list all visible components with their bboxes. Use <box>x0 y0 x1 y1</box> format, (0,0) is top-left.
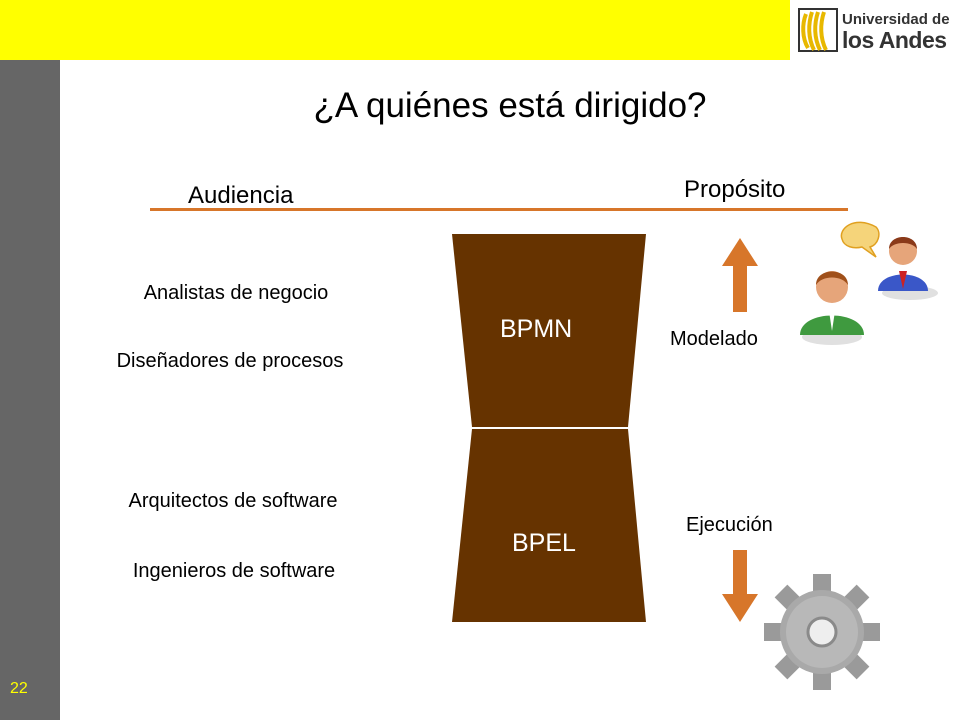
audience-item: Ingenieros de software <box>132 560 336 582</box>
logo-emblem-icon <box>798 8 838 52</box>
arrow-down-icon <box>722 550 758 622</box>
hourglass-bottom-label: BPEL <box>512 529 576 557</box>
left-sidebar <box>0 60 60 720</box>
hourglass-bottom-shape <box>452 429 646 622</box>
logo-text-line2: los Andes <box>842 27 947 53</box>
purpose-execution: Ejecución <box>686 514 773 536</box>
hourglass-top-shape <box>452 234 646 427</box>
page-number: 22 <box>10 680 28 697</box>
audience-heading: Audiencia <box>188 182 294 209</box>
heading-divider <box>150 208 848 211</box>
slide-title: ¿A quiénes está dirigido? <box>313 86 707 125</box>
arrow-up-icon <box>722 238 758 312</box>
gear-icon <box>764 574 880 690</box>
audience-item: Analistas de negocio <box>143 282 329 304</box>
audience-item: Arquitectos de software <box>128 490 338 512</box>
university-logo: Universidad de los Andes <box>790 0 960 60</box>
hourglass-top-label: BPMN <box>500 315 573 343</box>
hourglass-diagram <box>452 234 646 622</box>
logo-text-line1: Universidad de <box>842 11 950 28</box>
top-bar <box>0 0 790 60</box>
purpose-modeling: Modelado <box>670 328 758 350</box>
audience-item: Diseñadores de procesos <box>116 350 344 372</box>
purpose-heading: Propósito <box>684 176 786 203</box>
people-talking-icon <box>800 221 938 345</box>
